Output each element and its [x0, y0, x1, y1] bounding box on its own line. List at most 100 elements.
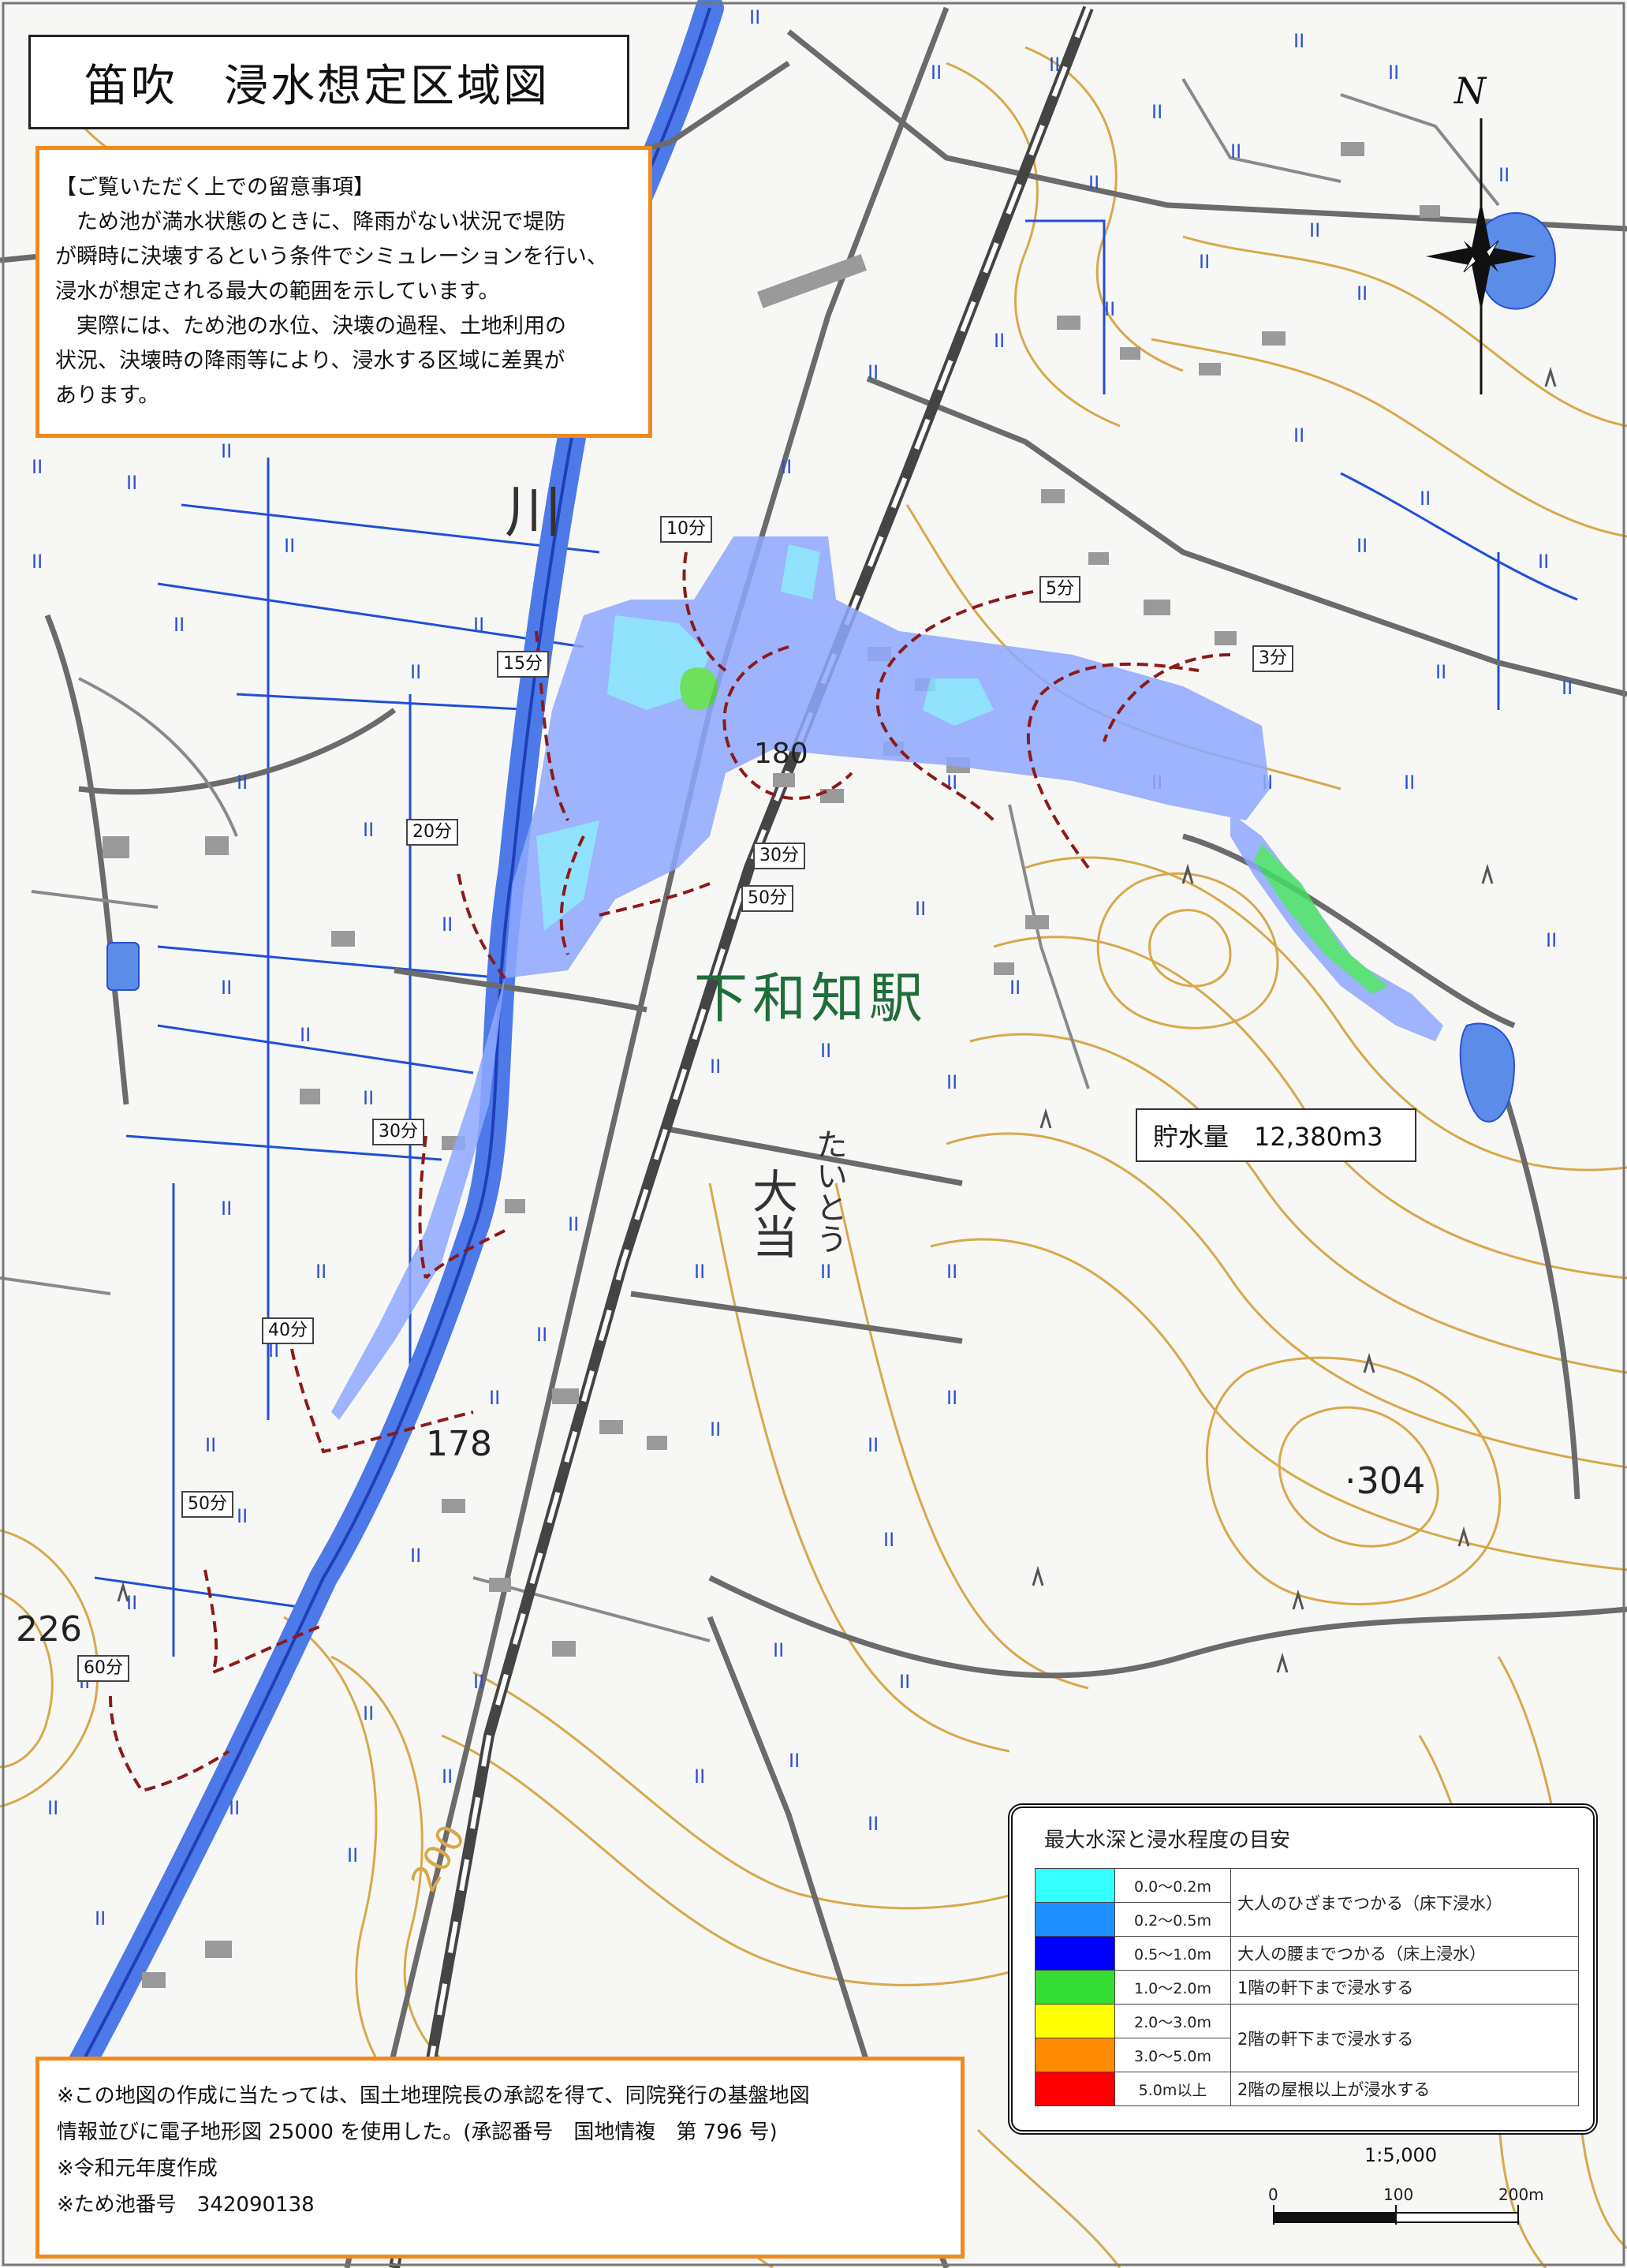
map-title: 笛吹 浸水想定区域図 — [28, 35, 629, 129]
svg-text:II: II — [710, 1418, 721, 1440]
depth-legend: 最大水深と浸水程度の目安 0.0～0.2m 大人のひざまでつかる（床下浸水） 0… — [1008, 1803, 1598, 2135]
svg-text:II: II — [363, 1087, 374, 1109]
svg-text:II: II — [47, 1797, 58, 1819]
svg-text:II: II — [773, 1639, 784, 1661]
label-elevation-178: 178 — [426, 1424, 492, 1464]
notice-line: 状況、決壊時の降雨等により、浸水する区域に差異が — [55, 349, 565, 373]
storage-volume: 貯水量 12,380m3 — [1136, 1108, 1416, 1162]
legend-range: 2.0～3.0m — [1114, 2004, 1231, 2038]
svg-text:II: II — [1309, 219, 1320, 241]
svg-text:II: II — [1538, 551, 1549, 573]
svg-text:II: II — [473, 1671, 484, 1693]
svg-text:II: II — [315, 1261, 327, 1283]
svg-text:II: II — [868, 1813, 879, 1835]
place-name: 大当 — [744, 1168, 798, 1259]
time-label-5min: 5分 — [1039, 576, 1080, 603]
railway — [389, 6, 1094, 2268]
label-elevation-180: 180 — [754, 738, 808, 770]
svg-text:II: II — [931, 62, 942, 84]
legend-row: 1.0～2.0m 1階の軒下まで浸水する — [1035, 1970, 1579, 2005]
legend-range: 3.0～5.0m — [1114, 2038, 1231, 2072]
legend-description: 2階の屋根以上が浸水する — [1230, 2072, 1579, 2106]
place-name-kana: たいとう — [811, 1128, 847, 1254]
svg-text:II: II — [473, 614, 484, 636]
svg-text:II: II — [781, 456, 792, 478]
scale-tick-200: 200m — [1498, 2185, 1544, 2204]
svg-text:II: II — [1420, 488, 1431, 510]
svg-text:II: II — [568, 1213, 579, 1235]
north-label: N — [1454, 69, 1487, 112]
label-river-kanji: 川 — [505, 479, 562, 545]
svg-text:II: II — [820, 1040, 831, 1062]
time-label-20min: 20分 — [406, 819, 458, 846]
credit-line: ※令和元年度作成 — [57, 2157, 218, 2180]
svg-text:II: II — [946, 772, 957, 794]
svg-text:II: II — [883, 1529, 894, 1551]
svg-text:II: II — [789, 1750, 800, 1772]
legend-description: 1階の軒下まで浸水する — [1230, 1970, 1579, 2005]
roads — [0, 6, 1627, 2268]
canals — [94, 219, 1578, 1657]
notice-line: あります。 — [55, 383, 160, 408]
svg-text:II: II — [363, 1702, 374, 1724]
legend-swatch — [1035, 2038, 1115, 2072]
svg-text:II: II — [868, 361, 879, 383]
notice-heading: 【ご覧いただく上での留意事項】 — [55, 175, 375, 200]
svg-text:II: II — [710, 1056, 721, 1078]
notice-line: ため池が満水状態のときに、降雨がない状況で堤防 — [55, 210, 566, 234]
svg-text:II: II — [1562, 677, 1573, 699]
time-label-30min-a: 30分 — [753, 843, 805, 869]
notice-line: 浸水が想定される最大の範囲を示しています。 — [55, 279, 500, 304]
svg-text:II: II — [268, 1340, 279, 1362]
credits-box: ※この地図の作成に当たっては、国土地理院長の承認を得て、同院発行の基盤地図 情報… — [35, 2057, 965, 2259]
svg-text:II: II — [221, 1198, 232, 1220]
legend-swatch — [1035, 2004, 1115, 2038]
svg-text:II: II — [1293, 30, 1304, 52]
label-elevation-226: 226 — [16, 1609, 82, 1650]
svg-text:II: II — [229, 1797, 240, 1819]
svg-text:II: II — [694, 1261, 705, 1283]
svg-text:II: II — [126, 1592, 137, 1614]
svg-text:II: II — [174, 614, 185, 636]
svg-text:II: II — [126, 472, 137, 494]
svg-text:II: II — [410, 661, 421, 683]
svg-text:II: II — [946, 1071, 957, 1093]
label-elevation-304: ·304 — [1345, 1459, 1426, 1502]
notice-box: 【ご覧いただく上での留意事項】 ため池が満水状態のときに、降雨がない状況で堤防 … — [35, 146, 652, 438]
legend-swatch — [1035, 1868, 1115, 1903]
legend-title: 最大水深と浸水程度の目安 — [1044, 1829, 1291, 1852]
time-label-30min-b: 30分 — [372, 1119, 424, 1145]
ponds — [106, 212, 1556, 1123]
time-label-40min: 40分 — [262, 1317, 314, 1344]
svg-text:II: II — [363, 819, 374, 841]
svg-text:II: II — [868, 1434, 879, 1456]
station-name: 下和知駅 — [694, 968, 928, 1030]
arrival-time-lines — [109, 551, 1231, 1793]
svg-text:II: II — [221, 440, 232, 462]
legend-swatch — [1035, 2072, 1115, 2106]
legend-row: 5.0m以上 2階の屋根以上が浸水する — [1035, 2072, 1579, 2106]
svg-text:II: II — [95, 1907, 106, 1930]
legend-row: 0.0～0.2m 大人のひざまでつかる（床下浸水） — [1035, 1868, 1579, 1937]
legend-range: 1.0～2.0m — [1114, 1970, 1231, 2005]
svg-text:II: II — [442, 1765, 453, 1788]
svg-text:II: II — [1356, 535, 1368, 557]
svg-text:II: II — [1293, 424, 1304, 447]
svg-text:II: II — [820, 1261, 831, 1283]
credit-line: ※ため池番号 342090138 — [57, 2193, 315, 2217]
svg-text:II: II — [410, 1545, 421, 1567]
minor-roads — [0, 77, 1500, 1642]
svg-text:II: II — [1151, 101, 1162, 123]
legend-swatch — [1035, 1902, 1115, 1937]
credit-line: 情報並びに電子地形図 25000 を使用した。(承認番号 国地情複 第 796 … — [57, 2120, 778, 2144]
legend-description: 大人の腰までつかる（床上浸水） — [1230, 1936, 1579, 1971]
svg-text:II: II — [1104, 298, 1115, 320]
time-label-3min: 3分 — [1252, 645, 1293, 672]
scale-ratio: 1:5,000 — [1364, 2144, 1438, 2166]
svg-text:II: II — [1009, 977, 1021, 999]
svg-text:II: II — [221, 977, 232, 999]
scale-bar — [1273, 2205, 1519, 2225]
svg-text:II: II — [284, 535, 295, 557]
